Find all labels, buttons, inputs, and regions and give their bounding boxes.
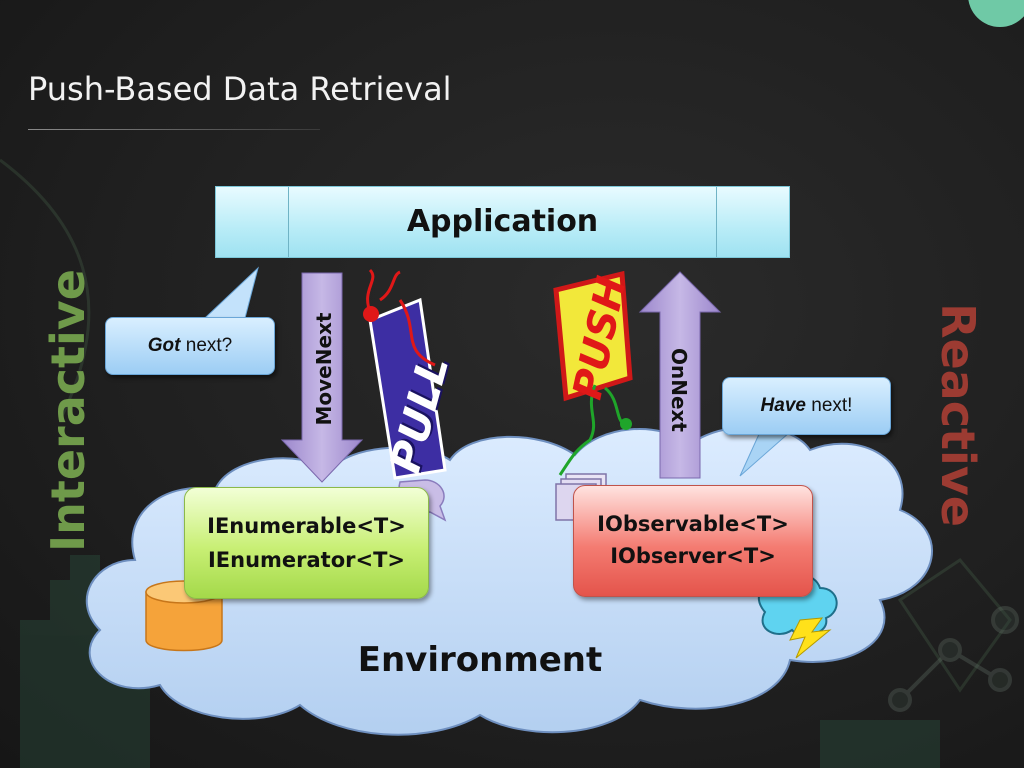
have-emphasis: Have bbox=[760, 395, 806, 416]
iobservable-label: IObservable<T> bbox=[597, 512, 789, 536]
have-next-bubble: Have next! bbox=[722, 377, 891, 435]
application-label: Application bbox=[406, 204, 599, 239]
observable-box: IObservable<T> IObserver<T> bbox=[573, 485, 813, 597]
have-rest: next! bbox=[805, 395, 853, 416]
iobserver-label: IObserver<T> bbox=[610, 544, 776, 568]
on-next-arrow bbox=[638, 271, 722, 479]
enumerable-box: IEnumerable<T> IEnumerator<T> bbox=[184, 487, 429, 599]
ienumerator-label: IEnumerator<T> bbox=[207, 548, 406, 572]
corner-circle bbox=[968, 0, 1024, 27]
app-bar-divider-right bbox=[716, 187, 717, 257]
application-bar: Application bbox=[215, 186, 790, 258]
got-emphasis: Got bbox=[147, 335, 181, 356]
title-underline bbox=[28, 129, 320, 130]
slide-title: Push-Based Data Retrieval bbox=[28, 70, 452, 108]
environment-label: Environment bbox=[357, 640, 603, 680]
app-bar-divider-left bbox=[288, 187, 289, 257]
ienumerable-label: IEnumerable<T> bbox=[207, 514, 406, 538]
got-rest: next? bbox=[180, 335, 233, 356]
move-next-arrow bbox=[280, 272, 364, 483]
got-next-bubble: Got next? bbox=[105, 317, 275, 375]
